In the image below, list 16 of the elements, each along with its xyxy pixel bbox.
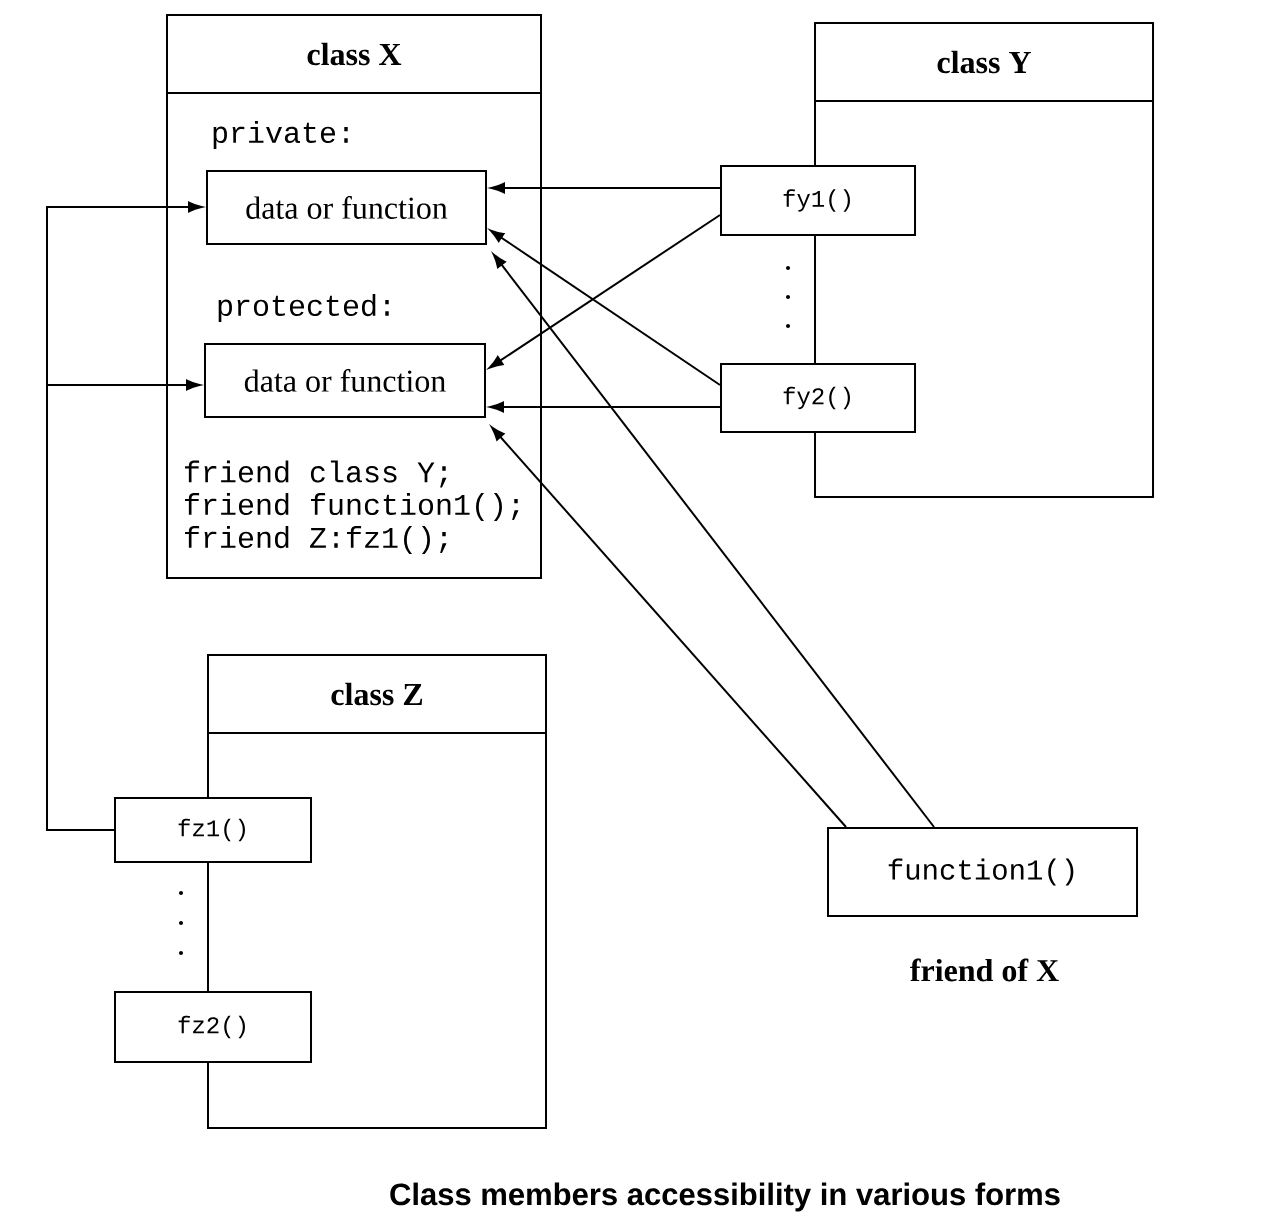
arrow: [492, 253, 935, 828]
arrow: [490, 182, 721, 194]
method-box: fz2(): [114, 991, 312, 1063]
method-box: fz1(): [114, 797, 312, 863]
function-box: function1(): [827, 827, 1138, 917]
method-box: fy2(): [720, 363, 916, 433]
box-caption: friend of X: [910, 958, 1059, 982]
method-box: fy1(): [720, 165, 916, 236]
arrow: [488, 214, 721, 369]
caption: Class members accessibility in various forms: [390, 1182, 1060, 1212]
arrow: [46, 379, 201, 831]
arrow: [489, 401, 721, 413]
arrow: [491, 426, 847, 828]
arrow: [489, 229, 721, 386]
member-box: data or function: [206, 170, 487, 245]
member-box: data or function: [204, 343, 486, 418]
